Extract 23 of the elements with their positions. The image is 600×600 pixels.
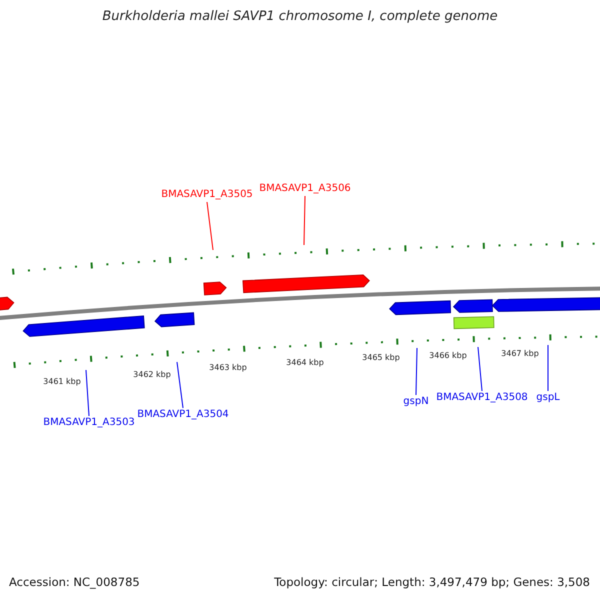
diagram-title: Burkholderia mallei SAVP1 chromosome I, complete genome [101, 9, 499, 24]
scale-label: 3461 kbp [43, 377, 81, 387]
gene-label: BMASAVP1_A3506 [259, 183, 351, 195]
gene-label: gspN [403, 396, 429, 408]
leader-line [478, 346, 482, 392]
scale-label: 3462 kbp [133, 370, 171, 380]
gene-label: BMASAVP1_A3508 [436, 392, 528, 404]
leader-line [416, 348, 418, 396]
leader-line [176, 362, 184, 408]
gene-label: BMASAVP1_A3503 [43, 417, 135, 429]
leader-line [206, 202, 214, 250]
gene-label: BMASAVP1_A3505 [161, 189, 253, 201]
scale-label: 3467 kbp [501, 349, 539, 359]
scale-label: 3466 kbp [429, 351, 467, 361]
leader-line [304, 196, 306, 246]
gene-label: BMASAVP1_A3504 [137, 409, 229, 421]
leader-line [86, 370, 90, 416]
genome-stats-text: Topology: circular; Length: 3,497,479 bp; Genes: 3,508 [274, 575, 590, 589]
gene-label: gspL [536, 392, 560, 404]
scale-label: 3463 kbp [209, 363, 247, 373]
accession-text: Accession: NC_008785 [9, 575, 140, 589]
scale-label: 3465 kbp [362, 353, 400, 363]
scale-label: 3464 kbp [286, 358, 324, 368]
